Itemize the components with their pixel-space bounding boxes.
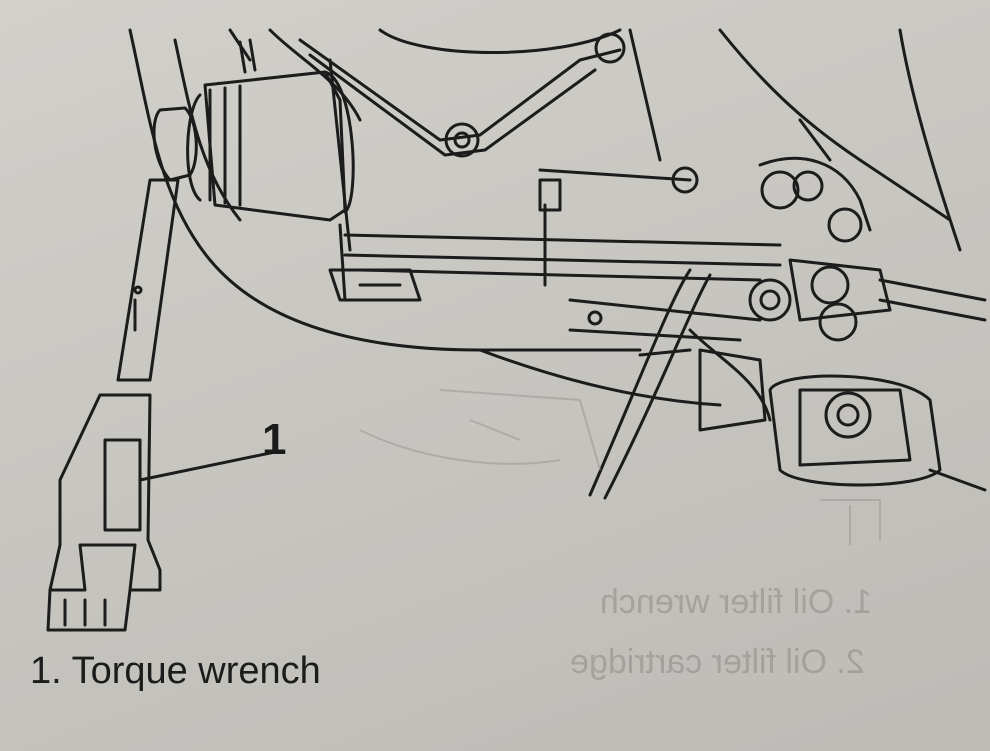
- lower-assembly: [688, 328, 987, 492]
- torque-wrench: [46, 106, 198, 632]
- callout-number-1: 1: [262, 415, 287, 464]
- figure-caption: 1. Torque wrench: [30, 650, 321, 692]
- hose: [588, 268, 712, 500]
- right-linkage: [568, 157, 987, 342]
- bleed-through-drawing: [359, 389, 881, 545]
- frame-rails: [328, 166, 782, 302]
- oil-filter-cartridge: [186, 38, 355, 222]
- engine-outline: [128, 28, 962, 407]
- upper-link-arm: [298, 32, 626, 158]
- callout-leader-line: [138, 450, 277, 482]
